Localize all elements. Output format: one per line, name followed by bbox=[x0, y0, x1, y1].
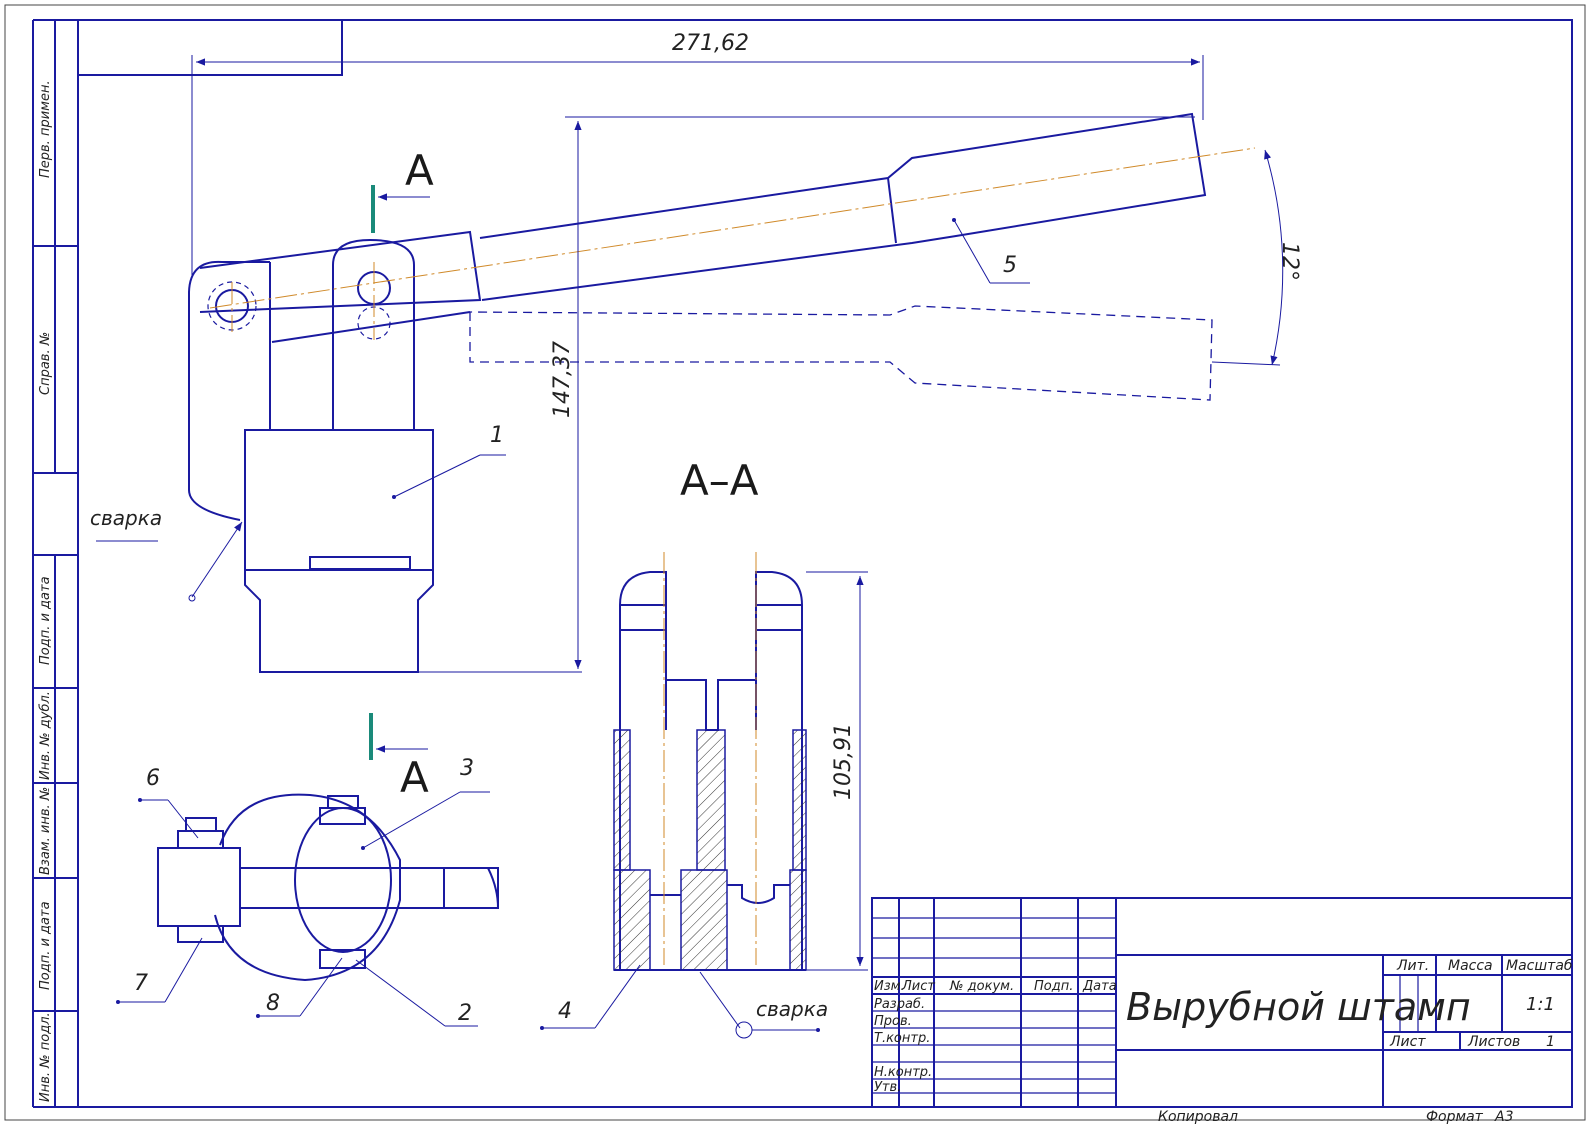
tb-sheets-value: 1 bbox=[1546, 1034, 1555, 1050]
section-a-a: 105,91 сварка bbox=[613, 552, 868, 1039]
stamp-sign-date-1: Подп. и дата bbox=[38, 576, 53, 665]
dim-section-height: 105,91 bbox=[831, 723, 856, 800]
title-block: Изм. Лист № докум. Подп. Дата Разраб. Пр… bbox=[871, 897, 1573, 1125]
tb-sign: Подп. bbox=[1034, 979, 1073, 994]
tb-izm: Изм. bbox=[874, 979, 905, 994]
tb-sheets-label: Листов bbox=[1467, 1034, 1520, 1050]
tb-designation: Вырубной штамп bbox=[1126, 985, 1471, 1029]
callout-2: 2 bbox=[355, 959, 478, 1027]
dim-angle: 12° bbox=[1277, 242, 1302, 281]
stamp-ref-no: Справ. № bbox=[38, 332, 53, 395]
tb-date: Дата bbox=[1082, 979, 1117, 994]
tb-scale-value: 1:1 bbox=[1526, 994, 1555, 1015]
callouts: 1 2 3 4 5 6 7 bbox=[116, 218, 1030, 1030]
section-markers: А А А–А bbox=[369, 146, 759, 802]
tb-list: Лист bbox=[901, 979, 935, 994]
dimensions: 271,62 147,37 12° bbox=[191, 31, 1302, 673]
stamp-sign-date-2: Подп. и дата bbox=[38, 901, 53, 990]
callout-label-5: 5 bbox=[1003, 253, 1017, 278]
tb-role-developer: Разраб. bbox=[874, 997, 925, 1012]
callout-label-1: 1 bbox=[490, 423, 504, 448]
tb-role-tech-control: Т.контр. bbox=[874, 1031, 930, 1046]
callout-3: 3 bbox=[361, 756, 490, 850]
callout-5: 5 bbox=[952, 218, 1030, 284]
callout-7: 7 bbox=[116, 937, 203, 1004]
callout-4: 4 bbox=[540, 964, 641, 1030]
tb-format-label: Формат bbox=[1426, 1109, 1484, 1125]
tb-doc-no: № докум. bbox=[949, 979, 1014, 994]
side-stamp: Перв. примен. Справ. № Подп. и дата Инв.… bbox=[38, 80, 53, 1102]
section-title: А–А bbox=[680, 456, 759, 505]
sheet-frame bbox=[4, 4, 1586, 1121]
callout-label-8: 8 bbox=[266, 991, 280, 1016]
weld-note-left: сварка bbox=[90, 506, 243, 602]
tb-format-value: А3 bbox=[1494, 1109, 1513, 1125]
callout-label-2: 2 bbox=[458, 1001, 472, 1026]
weld-label-section: сварка bbox=[756, 997, 828, 1021]
callout-label-3: 3 bbox=[460, 756, 474, 781]
stamp-first-use: Перв. примен. bbox=[38, 80, 53, 178]
callout-label-7: 7 bbox=[134, 971, 148, 996]
stamp-replace-inv: Взам. инв. № bbox=[38, 787, 53, 875]
stamp-orig-inv: Инв. № подл. bbox=[38, 1012, 53, 1102]
bottom-view bbox=[157, 793, 499, 982]
dim-overall-length: 271,62 bbox=[672, 31, 749, 56]
main-view bbox=[188, 112, 1256, 673]
tb-copied-label: Копировал bbox=[1158, 1109, 1238, 1125]
tb-role-norm-control: Н.контр. bbox=[874, 1065, 932, 1080]
callout-6: 6 bbox=[138, 766, 199, 839]
tb-role-checker: Пров. bbox=[874, 1014, 912, 1029]
dim-height: 147,37 bbox=[550, 341, 575, 418]
callout-label-6: 6 bbox=[146, 766, 160, 791]
tb-scale-label: Масштаб bbox=[1506, 958, 1573, 974]
tb-lit-label: Лит. bbox=[1396, 958, 1429, 974]
stamp-dup-inv: Инв. № дубл. bbox=[38, 691, 53, 780]
tb-sheet-label: Лист bbox=[1389, 1034, 1426, 1050]
callout-label-4: 4 bbox=[558, 999, 572, 1024]
callout-8: 8 bbox=[256, 957, 343, 1018]
weld-label-left: сварка bbox=[90, 506, 162, 530]
cut-letter-bottom: А bbox=[400, 753, 429, 802]
cut-letter-top: А bbox=[405, 146, 434, 195]
callout-1: 1 bbox=[392, 423, 506, 499]
tb-mass-label: Масса bbox=[1448, 958, 1493, 974]
tb-role-approver: Утв. bbox=[874, 1080, 901, 1095]
